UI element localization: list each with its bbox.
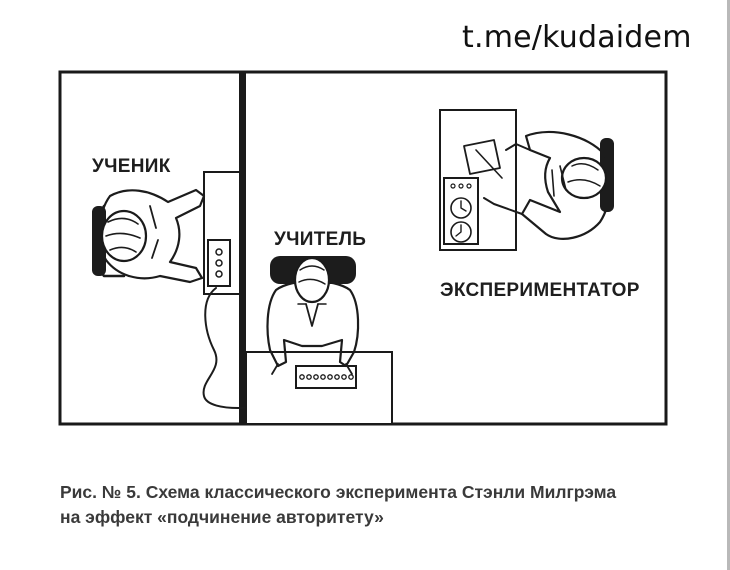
figure-caption: Рис. № 5. Схема классического эксперимен…	[60, 480, 700, 530]
teacher-figure	[245, 256, 393, 425]
milgram-diagram: УЧЕНИК УЧИТЕЛЬ ЭКСПЕРИМЕНТАТОР	[58, 70, 668, 426]
watermark: t.me/kudaidem	[462, 20, 692, 55]
caption-line-1: Рис. № 5. Схема классического эксперимен…	[60, 482, 617, 502]
experimenter-figure	[439, 109, 614, 251]
teacher-label: УЧИТЕЛЬ	[274, 229, 366, 250]
learner-label: УЧЕНИК	[92, 156, 171, 177]
page-edge	[727, 0, 730, 570]
experimenter-label: ЭКСПЕРИМЕНТАТОР	[440, 280, 640, 301]
learner-figure	[92, 171, 241, 295]
dividing-wall	[239, 72, 246, 424]
caption-line-2: на эффект «подчинение авторитету»	[60, 507, 384, 527]
